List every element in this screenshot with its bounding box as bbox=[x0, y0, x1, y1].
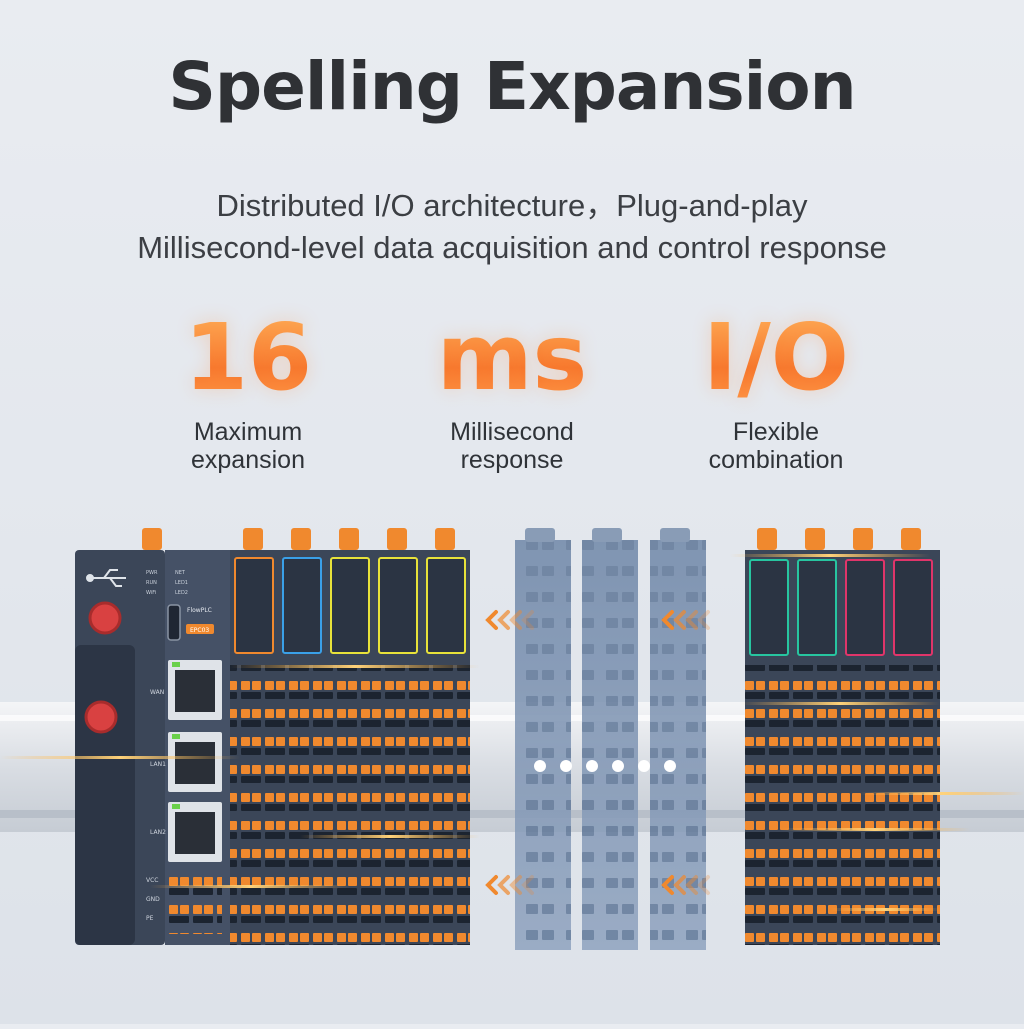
status-label: NET bbox=[175, 570, 186, 576]
power-label: GND bbox=[146, 896, 160, 903]
status-label: RUN bbox=[146, 580, 157, 586]
page-title: Spelling Expansion bbox=[168, 48, 856, 125]
plc-product-illustration: PWR RUN WiFi NET LED1 LED2 FlowPLC EPC03 bbox=[0, 510, 1024, 1024]
usb-icon bbox=[86, 569, 126, 587]
status-label: WiFi bbox=[146, 590, 156, 596]
stat-value: ms bbox=[382, 308, 642, 408]
brand-label: FlowPLC bbox=[187, 607, 212, 614]
plc-controller: PWR RUN WiFi NET LED1 LED2 FlowPLC EPC03 bbox=[75, 550, 230, 945]
antenna-connector bbox=[88, 601, 122, 635]
power-label: VCC bbox=[146, 877, 158, 884]
status-label: PWR bbox=[146, 570, 158, 576]
signal-lines bbox=[0, 554, 1024, 911]
status-label: LED1 bbox=[175, 580, 188, 586]
chevron-left-icon bbox=[485, 610, 710, 895]
port-label: LAN2 bbox=[150, 829, 166, 836]
stat-value: 16 bbox=[118, 308, 378, 408]
power-label: PE bbox=[146, 915, 154, 922]
subtitle-line-1: Distributed I/O architecture，Plug-and-pl… bbox=[216, 188, 808, 223]
continuation-dots bbox=[534, 760, 676, 772]
io-modules-left bbox=[142, 528, 470, 945]
port-label: WAN bbox=[150, 689, 164, 696]
antenna-connector bbox=[84, 700, 118, 734]
model-label: EPC03 bbox=[190, 627, 209, 634]
port-label: LAN1 bbox=[150, 761, 166, 768]
status-label: LED2 bbox=[175, 590, 188, 596]
subtitle-line-2: Millisecond-level data acquisition and c… bbox=[137, 230, 887, 265]
stat-value: I/O bbox=[646, 308, 906, 408]
io-modules-right bbox=[745, 528, 940, 945]
ethernet-ports bbox=[168, 660, 222, 862]
